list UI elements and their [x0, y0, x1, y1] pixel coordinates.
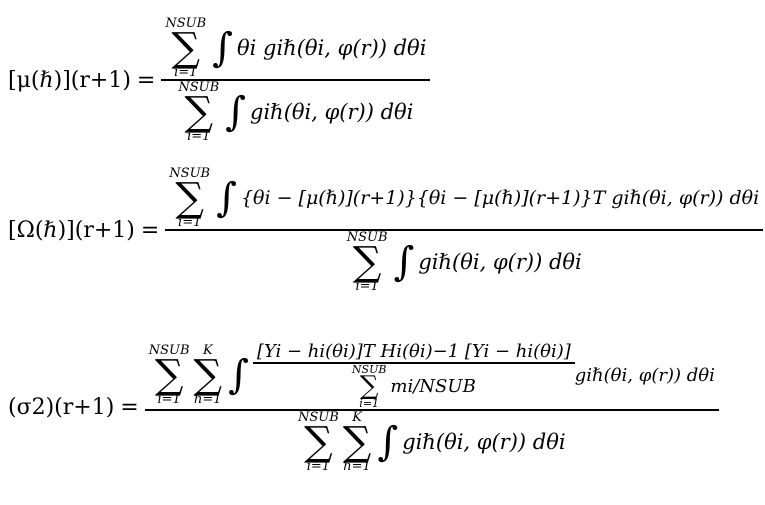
sum-upper-limit: NSUB: [178, 79, 220, 95]
sum-upper-limit: K: [202, 343, 213, 359]
sum-upper-limit: NSUB: [346, 229, 388, 245]
fraction-bar: [161, 79, 431, 81]
sum-lower-limit: ℏ=1: [194, 392, 222, 408]
integral-symbol: ∫: [228, 352, 249, 399]
integral-symbol: ∫: [216, 175, 237, 222]
integrand: giℏ(θi, φ(r)) dθi: [418, 249, 582, 274]
integral-symbol: ∫: [377, 418, 399, 465]
equation-sigma: (σ2)(r+1) = NSUB ∑ i=1 K ∑ ℏ=1 ∫ [Yi − h…: [8, 312, 719, 502]
denominator: NSUB ∑ i=1 K ∑ ℏ=1 ∫ giℏ(θi, φ(r)) dθi: [294, 411, 570, 473]
sum-lower-limit: i=1: [178, 215, 202, 231]
integrand-tail: giℏ(θi, φ(r)) dθi: [574, 364, 715, 386]
integrand: giℏ(θi, φ(r)) dθi: [402, 429, 566, 454]
integrand: giℏ(θi, φ(r)) dθi: [250, 99, 414, 124]
sigma-symbol: ∑: [184, 88, 214, 135]
integral-symbol: ∫: [393, 238, 415, 285]
fraction: NSUB ∑ i=1 K ∑ ℏ=1 ∫ [Yi − hi(θi)]T Hi(θ…: [144, 341, 719, 473]
integral-symbol: ∫: [212, 25, 233, 72]
summation-i: NSUB ∑ i=1: [149, 344, 190, 406]
sum-upper-limit: NSUB: [169, 166, 211, 182]
summation-k: K ∑ ℏ=1: [194, 344, 223, 406]
sigma-symbol: ∑: [304, 418, 333, 465]
sigma-symbol: ∑: [359, 370, 379, 401]
residual-expression: [Yi − hi(θi)]T Hi(θi)−1 [Yi − hi(θi)]: [256, 341, 571, 363]
sigma-symbol: ∑: [175, 175, 204, 222]
equation-lhs: [Ω(ℏ)](r+1): [8, 217, 135, 243]
inner-fraction: [Yi − hi(θi)]T Hi(θi)−1 [Yi − hi(θi)] NS…: [252, 341, 575, 409]
inner-numerator: [Yi − hi(θi)]T Hi(θi)−1 [Yi − hi(θi)]: [253, 341, 575, 362]
summation: NSUB ∑ i=1: [352, 364, 387, 409]
fraction-bar: [252, 362, 575, 364]
denominator: NSUB ∑ i=1 ∫ giℏ(θi, φ(r)) dθi: [343, 231, 586, 293]
equals-sign: =: [136, 67, 156, 93]
sigma-symbol: ∑: [342, 418, 372, 465]
sum-upper-limit: NSUB: [297, 409, 339, 425]
sigma-symbol: ∑: [352, 238, 382, 285]
sum-upper-limit: K: [352, 409, 362, 425]
numerator: NSUB ∑ i=1 K ∑ ℏ=1 ∫ [Yi − hi(θi)]T Hi(θ…: [145, 341, 719, 409]
sum-upper-limit: NSUB: [351, 362, 387, 376]
numerator: NSUB ∑ i=1 ∫ θi giℏ(θi, φ(r)) dθi: [161, 17, 430, 79]
equation-lhs: [μ(ℏ)](r+1): [8, 67, 131, 93]
sum-lower-limit: i=1: [187, 128, 211, 144]
inner-denominator-expression: mi/NSUB: [390, 375, 476, 397]
equals-sign: =: [140, 217, 160, 243]
sum-lower-limit: i=1: [157, 392, 181, 408]
sum-lower-limit: ℏ=1: [343, 458, 371, 474]
denominator: NSUB ∑ i=1 ∫ giℏ(θi, φ(r)) dθi: [174, 81, 417, 143]
numerator: NSUB ∑ i=1 ∫ {θi − [μ(ℏ)](r+1)}{θi − [μ(…: [165, 167, 763, 229]
summation: NSUB ∑ i=1: [165, 17, 206, 79]
sigma-symbol: ∑: [193, 352, 223, 399]
summation: NSUB ∑ i=1: [178, 81, 219, 143]
equation-lhs: (σ2)(r+1): [8, 394, 115, 420]
sum-lower-limit: i=1: [359, 397, 380, 411]
sum-lower-limit: i=1: [174, 65, 198, 81]
sum-upper-limit: NSUB: [148, 343, 190, 359]
integral-symbol: ∫: [225, 88, 247, 135]
sigma-symbol: ∑: [154, 352, 184, 399]
fraction-bar: [165, 229, 764, 231]
equation-mu: [μ(ℏ)](r+1) = NSUB ∑ i=1 ∫ θi giℏ(θi, φ(…: [8, 0, 431, 160]
fraction: NSUB ∑ i=1 ∫ θi giℏ(θi, φ(r)) dθi NSUB ∑…: [161, 17, 431, 143]
sum-lower-limit: i=1: [355, 278, 379, 294]
summation: NSUB ∑ i=1: [347, 231, 388, 293]
sum-lower-limit: i=1: [306, 458, 331, 474]
inner-denominator: NSUB ∑ i=1 mi/NSUB: [348, 364, 480, 409]
equals-sign: =: [120, 394, 139, 420]
summation-k: K ∑ ℏ=1: [343, 411, 372, 473]
integrand: {θi − [μ(ℏ)](r+1)}{θi − [μ(ℏ)](r+1)}T gi…: [240, 187, 760, 210]
summation: NSUB ∑ i=1: [169, 167, 210, 229]
summation-i: NSUB ∑ i=1: [298, 411, 339, 473]
equation-omega: [Ω(ℏ)](r+1) = NSUB ∑ i=1 ∫ {θi − [μ(ℏ)](…: [8, 150, 764, 310]
integrand: θi giℏ(θi, φ(r)) dθi: [237, 36, 427, 61]
sigma-symbol: ∑: [171, 25, 201, 72]
sum-upper-limit: NSUB: [165, 16, 207, 32]
fraction: NSUB ∑ i=1 ∫ {θi − [μ(ℏ)](r+1)}{θi − [μ(…: [165, 167, 764, 293]
fraction-bar: [144, 409, 719, 411]
